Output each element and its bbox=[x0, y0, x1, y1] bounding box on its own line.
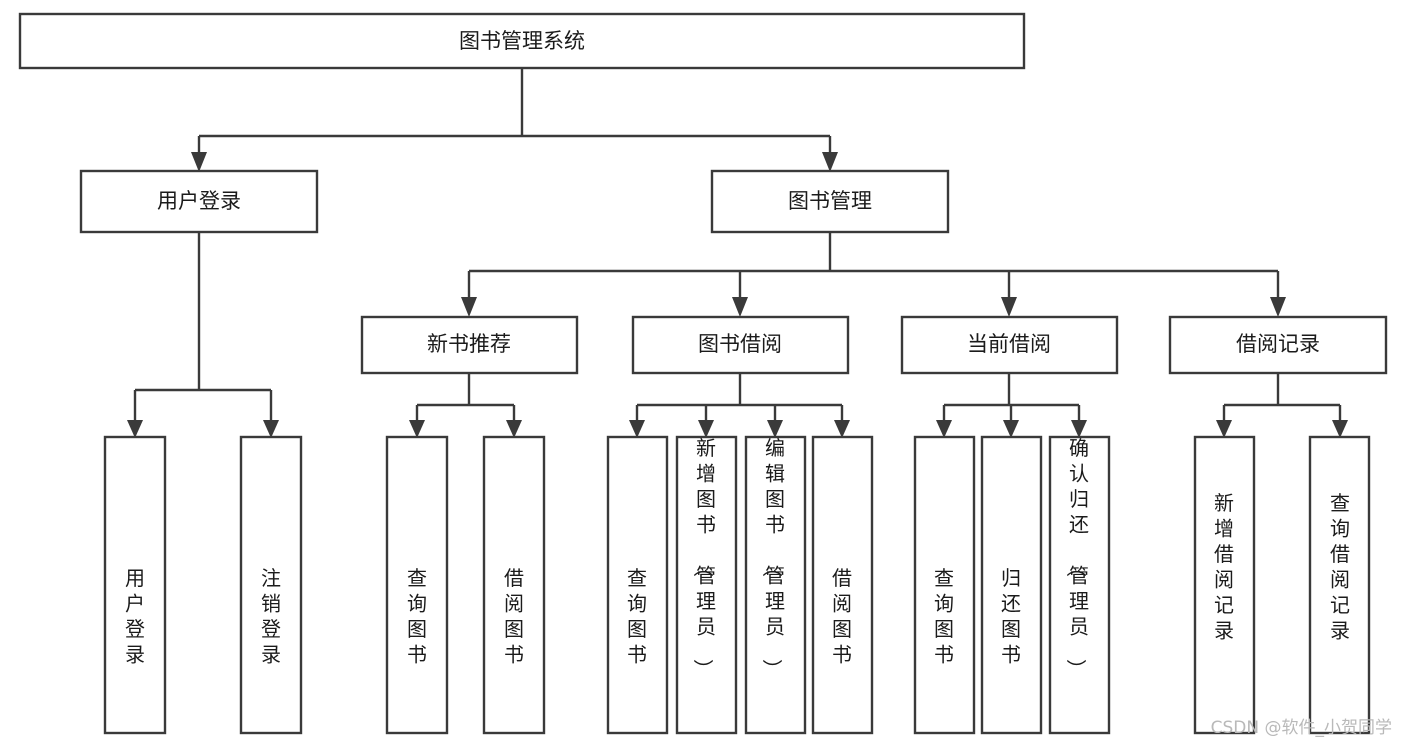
node-leaf-add-book[interactable]: 新增图书（管理员） bbox=[675, 435, 738, 735]
arrowhead-user-login bbox=[191, 152, 207, 172]
arrowhead-leaf-user-logout bbox=[263, 420, 279, 438]
arrowhead-leaf-query-book-2 bbox=[629, 420, 645, 438]
arrowhead-leaf-query-book-1 bbox=[409, 420, 425, 438]
arrowhead-leaf-query-book-3 bbox=[936, 420, 952, 438]
node-leaf-query-book-1-box[interactable] bbox=[385, 435, 449, 735]
node-book-manage-label: 图书管理 bbox=[788, 189, 872, 213]
node-current-borrow[interactable]: 当前借阅 bbox=[900, 315, 1119, 375]
node-leaf-borrow-book-2-label: 借阅图书 bbox=[832, 566, 852, 667]
arrowhead-leaf-confirm-return bbox=[1071, 420, 1087, 438]
node-leaf-return-book-box[interactable] bbox=[980, 435, 1043, 735]
arrowhead-book-borrow bbox=[732, 297, 748, 317]
arrowhead-leaf-borrow-book-1 bbox=[506, 420, 522, 438]
node-borrow-record-label: 借阅记录 bbox=[1236, 332, 1320, 356]
arrowhead-leaf-borrow-book-2 bbox=[834, 420, 850, 438]
node-leaf-query-record[interactable]: 查询借阅记录 bbox=[1308, 435, 1371, 735]
node-leaf-add-record-box[interactable] bbox=[1193, 435, 1256, 735]
node-leaf-borrow-book-1[interactable]: 借阅图书 bbox=[482, 435, 546, 735]
node-borrow-record-box[interactable] bbox=[1168, 315, 1388, 375]
node-current-borrow-box[interactable] bbox=[900, 315, 1119, 375]
connector-layer bbox=[133, 68, 1342, 421]
node-leaf-add-book-label: 新增图书（管理员） bbox=[691, 436, 716, 679]
node-leaf-edit-book-box[interactable] bbox=[744, 435, 807, 735]
node-leaf-user-login-label: 用户登录 bbox=[125, 566, 145, 667]
arrowhead-new-book-rec bbox=[461, 297, 477, 317]
node-leaf-borrow-book-1-label: 借阅图书 bbox=[504, 566, 524, 667]
arrowhead-leaf-return-book bbox=[1003, 420, 1019, 438]
node-leaf-query-book-1-label: 查询图书 bbox=[407, 566, 427, 667]
node-leaf-edit-book[interactable]: 编辑图书（管理员） bbox=[744, 435, 807, 735]
node-leaf-query-book-3[interactable]: 查询图书 bbox=[913, 435, 976, 735]
node-leaf-confirm-return[interactable]: 确认归还（管理员） bbox=[1048, 435, 1111, 735]
node-leaf-confirm-return-label: 确认归还（管理员） bbox=[1064, 436, 1089, 679]
node-root-label: 图书管理系统 bbox=[459, 29, 585, 53]
node-leaf-query-book-2[interactable]: 查询图书 bbox=[606, 435, 669, 735]
node-book-borrow-label: 图书借阅 bbox=[698, 332, 782, 356]
node-leaf-return-book-label: 归还图书 bbox=[1001, 566, 1021, 667]
node-leaf-user-logout[interactable]: 注销登录 bbox=[239, 435, 303, 735]
node-leaf-user-logout-box[interactable] bbox=[239, 435, 303, 735]
node-leaf-user-login-box[interactable] bbox=[103, 435, 167, 735]
arrowhead-current-borrow bbox=[1001, 297, 1017, 317]
node-user-login[interactable]: 用户登录 bbox=[79, 169, 319, 234]
node-current-borrow-label: 当前借阅 bbox=[967, 332, 1051, 356]
node-leaf-borrow-book-1-box[interactable] bbox=[482, 435, 546, 735]
leaf-layer: 用户登录 注销登录 查询图书 借阅图书 查询图书 新增图书（管理员） bbox=[103, 435, 1371, 735]
node-leaf-query-book-3-box[interactable] bbox=[913, 435, 976, 735]
node-leaf-user-login[interactable]: 用户登录 bbox=[103, 435, 167, 735]
node-book-borrow[interactable]: 图书借阅 bbox=[631, 315, 850, 375]
node-book-borrow-box[interactable] bbox=[631, 315, 850, 375]
csdn-watermark: CSDN @软件_小贺同学 bbox=[1211, 718, 1392, 738]
node-borrow-record[interactable]: 借阅记录 bbox=[1168, 315, 1388, 375]
arrowhead-leaf-user-login bbox=[127, 420, 143, 438]
node-leaf-query-record-box[interactable] bbox=[1308, 435, 1371, 735]
node-leaf-query-book-1[interactable]: 查询图书 bbox=[385, 435, 449, 735]
node-new-book-rec[interactable]: 新书推荐 bbox=[360, 315, 579, 375]
node-leaf-query-record-label: 查询借阅记录 bbox=[1330, 491, 1350, 643]
arrowhead-leaf-add-book bbox=[698, 420, 714, 438]
node-leaf-user-logout-label: 注销登录 bbox=[261, 566, 281, 667]
node-user-login-box[interactable] bbox=[79, 169, 319, 234]
node-leaf-confirm-return-box[interactable] bbox=[1048, 435, 1111, 735]
arrowhead-borrow-record bbox=[1270, 297, 1286, 317]
node-leaf-return-book[interactable]: 归还图书 bbox=[980, 435, 1043, 735]
arrowhead-leaf-query-record bbox=[1332, 420, 1348, 438]
arrowhead-book-manage bbox=[822, 152, 838, 172]
node-leaf-add-book-box[interactable] bbox=[675, 435, 738, 735]
node-user-login-label: 用户登录 bbox=[157, 189, 241, 213]
node-leaf-add-record[interactable]: 新增借阅记录 bbox=[1193, 435, 1256, 735]
node-leaf-edit-book-label: 编辑图书（管理员） bbox=[760, 436, 785, 679]
node-new-book-rec-box[interactable] bbox=[360, 315, 579, 375]
arrowhead-leaf-add-record bbox=[1216, 420, 1232, 438]
node-root-box[interactable] bbox=[18, 12, 1026, 70]
arrowhead-layer bbox=[127, 152, 1348, 438]
node-new-book-rec-label: 新书推荐 bbox=[427, 332, 511, 356]
node-leaf-query-book-2-box[interactable] bbox=[606, 435, 669, 735]
node-leaf-add-record-label: 新增借阅记录 bbox=[1214, 491, 1234, 643]
node-leaf-borrow-book-2[interactable]: 借阅图书 bbox=[811, 435, 874, 735]
node-leaf-query-book-3-label: 查询图书 bbox=[934, 566, 954, 667]
node-root[interactable]: 图书管理系统 bbox=[18, 12, 1026, 70]
node-leaf-borrow-book-2-box[interactable] bbox=[811, 435, 874, 735]
arrowhead-leaf-edit-book bbox=[767, 420, 783, 438]
node-book-manage-box[interactable] bbox=[710, 169, 950, 234]
node-leaf-query-book-2-label: 查询图书 bbox=[627, 566, 647, 667]
node-book-manage[interactable]: 图书管理 bbox=[710, 169, 950, 234]
